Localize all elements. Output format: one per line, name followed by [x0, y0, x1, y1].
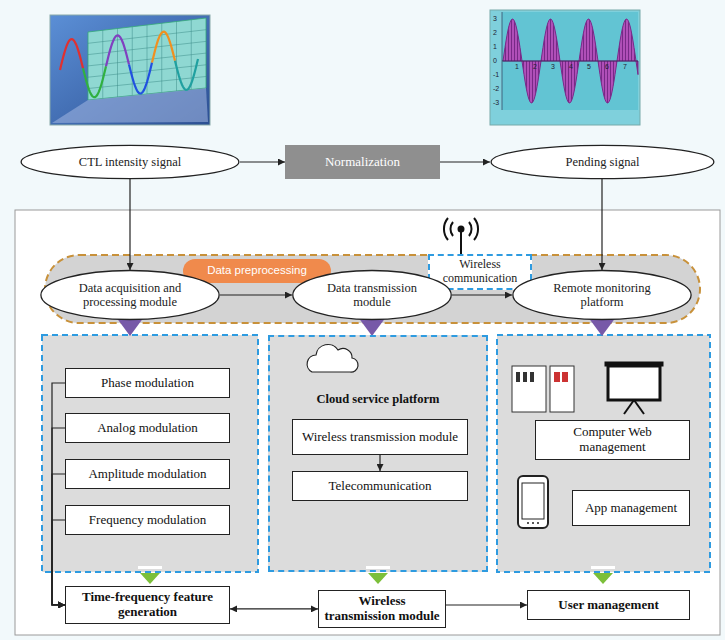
connector-arrow [220, 294, 292, 295]
process-box: Telecommunication [292, 471, 468, 501]
connector-arrow [230, 608, 318, 609]
node-text: Data preprocessing [207, 264, 307, 277]
connector-arrow [52, 428, 65, 605]
tick-label: -1 [493, 71, 499, 78]
tick-label: 3 [493, 15, 497, 22]
connector-arrow [52, 520, 65, 605]
node-text: CTL intensity signal [79, 155, 181, 169]
green-arrow [138, 566, 615, 584]
signal-ellipse: Pending signal [490, 145, 715, 179]
node-text: Remote monitoring platform [532, 281, 672, 310]
connector-arrow [379, 455, 380, 471]
connector-arrow [446, 604, 527, 605]
connector-arrow [601, 179, 602, 270]
process-box: Phase modulation [65, 368, 230, 398]
process-box: Wireless transmission module [318, 590, 446, 628]
node-text: Computer Web management [541, 425, 684, 455]
signal-ellipse: CTL intensity signal [20, 145, 240, 179]
node-text: Amplitude modulation [88, 467, 206, 482]
connector-arrow [129, 179, 130, 270]
section-tag: Data preprocessing [183, 259, 331, 283]
node-text: Data acquisition and processing module [60, 281, 200, 310]
tick-label: -2 [493, 85, 499, 92]
connector-arrow [440, 161, 490, 162]
tick-label: 4 [569, 63, 573, 70]
node-text: Pending signal [566, 155, 640, 169]
module-ellipse: Remote monitoring platform [512, 270, 692, 320]
process-box: Wireless transmission module [292, 419, 468, 455]
node-text: Time-frequency feature generation [71, 590, 224, 620]
node-text: Frequency modulation [89, 513, 206, 528]
connector-arrow [240, 161, 285, 162]
tick-label: 5 [587, 63, 591, 70]
group-panel: Cloud service platformWireless transmiss… [268, 335, 488, 572]
module-ellipse: Data transmission module [292, 270, 452, 320]
connector-arrow [452, 294, 512, 295]
antenna-icon [444, 218, 478, 254]
cloud-icon [307, 344, 358, 372]
process-box: User management [527, 590, 690, 620]
tick-label: -3 [493, 99, 499, 106]
tick-label: 2 [533, 63, 537, 70]
server-icon [512, 366, 574, 412]
3d-wave-chart [50, 15, 210, 125]
node-text: Phase modulation [101, 376, 194, 391]
process-box: Frequency modulation [65, 505, 230, 535]
tick-label: 1 [515, 63, 519, 70]
module-ellipse: Data acquisition and processing module [40, 270, 220, 320]
projector-screen-icon [605, 362, 663, 414]
node-text: Analog modulation [97, 421, 198, 436]
node-text: Wireless communication [434, 258, 526, 286]
process-box: Time-frequency feature generation [65, 586, 230, 624]
tick-label: 6 [605, 63, 609, 70]
node-text: Normalization [325, 155, 400, 170]
process-box: App management [572, 490, 690, 526]
connector-arrow [52, 474, 65, 605]
node-text: Cloud service platform [270, 392, 486, 406]
tick-label: 2 [493, 29, 497, 36]
process-box: Analog modulation [65, 413, 230, 443]
tick-label: 0 [493, 57, 497, 64]
tick-label: 7 [623, 63, 627, 70]
process-box: Amplitude modulation [65, 459, 230, 489]
tick-label: 3 [551, 63, 555, 70]
node-text: Data transmission module [312, 281, 432, 310]
node-text: Wireless transmission module [324, 594, 440, 624]
node-text: Telecommunication [328, 479, 431, 494]
node-text: App management [585, 501, 677, 516]
process-box: Computer Web management [535, 420, 690, 460]
node-text: User management [558, 598, 659, 613]
wave-chart [490, 10, 640, 125]
connector-arrow [52, 383, 65, 605]
phone-icon [518, 476, 548, 528]
node-text: Wireless transmission module [302, 430, 458, 445]
process-box: Normalization [285, 145, 440, 179]
tick-label: 1 [493, 43, 497, 50]
